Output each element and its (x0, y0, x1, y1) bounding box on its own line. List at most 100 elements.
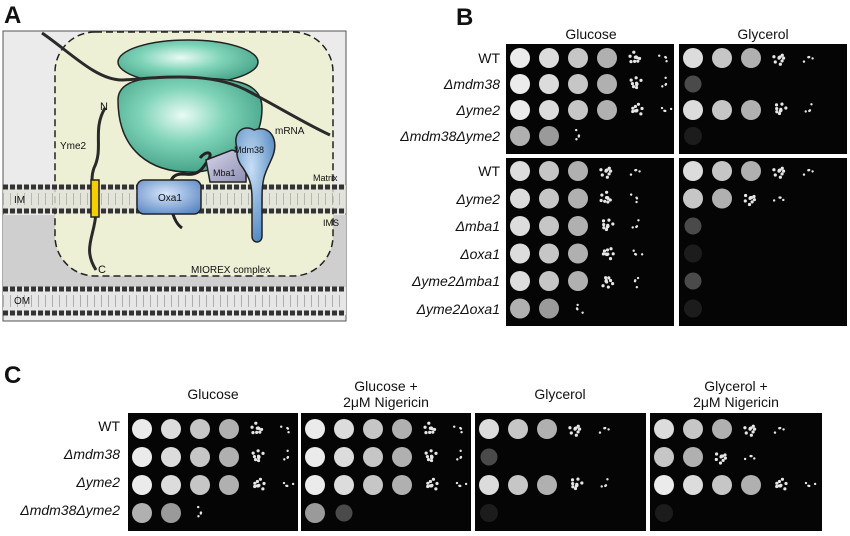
plate-c-glycerol-nigericin (650, 413, 822, 531)
plate-b-glucose-bottom-colony (608, 257, 613, 261)
plate-b-glucose-bottom-colony (605, 175, 609, 179)
plate-c-glucose-nigericin-colony (429, 449, 433, 453)
plate-b-glycerol-top-colony (778, 109, 783, 113)
plate-b-glycerol-top-spot (741, 48, 761, 68)
plate-b-glucose-bottom-colony (634, 279, 637, 282)
plate-c-glucose-nigericin-colony (459, 449, 462, 453)
plate-c-glycerol-nigericin-spot (654, 447, 674, 467)
plate-b-glycerol-top-colony (778, 62, 782, 66)
plate-b-glucose-top-spot (597, 48, 617, 68)
plate-b-glucose-bottom-colony (601, 284, 605, 288)
plate-c-glucose-nigericin-spot (334, 447, 354, 467)
plate-b-glucose-bottom-colony (605, 190, 609, 194)
ims-label: IMS (323, 218, 339, 228)
plate-c-glycerol-colony (604, 484, 607, 488)
plate-b-glucose-bottom-colony (605, 168, 609, 172)
plate-b-glucose-top-spot (539, 74, 559, 94)
plate-b-glucose-top-colony (633, 104, 638, 109)
plate-c-glycerol-nigericin-spot (683, 419, 703, 439)
plate-b-glycerol-top-colony (802, 60, 806, 63)
plate-b-glucose-top-colony (637, 56, 642, 61)
plate-c-glycerol-nigericin-colony (784, 481, 788, 486)
plate-c-glucose-colony (255, 479, 260, 484)
plate-b-glucose-top-spot (597, 100, 617, 120)
miorex-diagram: N C Yme2 Oxa1 Mba1 Mdm38 mRNA Matrix IMS… (2, 30, 347, 322)
plate-c-glycerol-colony (574, 433, 578, 437)
panel-b-bottom-strain-label: WT (478, 163, 500, 179)
plate-b-glycerol-bottom-colony (749, 195, 754, 200)
plate-b-glycerol-top-colony (784, 106, 788, 110)
plate-c-glycerol-nigericin-colony (714, 457, 718, 462)
plate-b-glucose-top-colony (634, 76, 638, 80)
plate-c-glucose-nigericin-colony (434, 451, 438, 455)
plate-c-glucose-nigericin-colony (455, 481, 459, 485)
plate-c-glucose-nigericin-colony (464, 482, 468, 486)
plate-c-glycerol-nigericin-colony (775, 481, 779, 485)
plate-c-glycerol-nigericin-colony (813, 482, 817, 486)
plate-b-glucose-bottom-colony (611, 282, 615, 286)
plate-c-glycerol-nigericin-colony (743, 457, 747, 461)
panel-b-bottom-strain-label: Δoxa1 (460, 245, 500, 262)
plate-b-glycerol-bottom-spot (712, 188, 732, 209)
plate-b-glucose-top-spot (597, 74, 617, 94)
plate-c-glycerol-nigericin-colony (749, 433, 753, 437)
plate-c-glycerol-nigericin-colony (718, 461, 723, 465)
panel-b-top-strain-label: Δmdm38Δyme2 (400, 128, 500, 144)
plate-c-glucose-nigericin-spot (363, 475, 383, 495)
plate-c-glucose-nigericin-spot (363, 447, 383, 467)
plate-c-glucose-nigericin-colony (431, 430, 435, 434)
plate-c-glucose-nigericin-colony (460, 431, 463, 434)
plate-b-glucose-top-colony (664, 83, 667, 87)
plate-b-glycerol-bottom-colony (778, 175, 782, 179)
plate-b-glucose-top-colony (577, 135, 581, 138)
panel-c-strain-label: Δmdm38Δyme2 (20, 502, 120, 518)
plate-c-glucose-nigericin-colony (426, 481, 430, 485)
plate-b-glycerol-bottom-colony (772, 168, 776, 172)
outer-membrane (3, 286, 346, 316)
plate-c-glucose-colony (285, 484, 288, 487)
plate-b-glucose-bottom (506, 158, 674, 326)
mrna-label: mRNA (275, 126, 305, 137)
plate-c-glucose-spot (190, 447, 210, 467)
plate-b-glycerol-top-colony (777, 111, 782, 116)
plate-b-glucose-top-spot (568, 74, 588, 94)
panel-c-condition-3: Glycerol (534, 386, 586, 402)
plate-b-glycerol-bottom-colony (743, 193, 748, 198)
plate-b-glucose-bottom-spot (539, 271, 559, 291)
mrna-strand (41, 31, 331, 137)
plate-b-glycerol-bottom-colony (780, 166, 784, 170)
plate-c-glucose-nigericin-spot (363, 419, 383, 439)
plate-c-glycerol-colony (600, 485, 603, 488)
plate-b-glycerol-top-spot (683, 48, 703, 68)
plate-c-glucose-nigericin-colony (430, 456, 434, 460)
plate-b-glucose-top-colony (661, 85, 664, 88)
plate-b-glucose-top-spot (568, 48, 588, 68)
plate-c-glycerol-colony (568, 426, 572, 430)
panel-c-condition-4: Glycerol +2μM Nigericin (693, 378, 779, 410)
plate-b-glucose-bottom-colony (609, 247, 613, 251)
plate-c-glucose-nigericin-colony (453, 425, 456, 428)
plate-c-glycerol-nigericin-colony (720, 454, 725, 458)
plate-c-glycerol-nigericin-spot (712, 419, 732, 439)
plate-b-glucose-top-colony (629, 60, 633, 64)
plate-b-glucose-bottom-colony (629, 193, 633, 196)
plate-b-glycerol-bottom-spot (683, 188, 703, 209)
plate-b-glycerol-top-colony (780, 59, 784, 63)
plate-b-glycerol-top (679, 44, 847, 154)
plate-b-glucose-top-spot (539, 100, 559, 120)
plate-b-glucose-top (506, 44, 674, 154)
plate-b-glucose-top-colony (636, 59, 640, 63)
plate-b-glycerol-bottom-colony (780, 172, 784, 176)
plate-c-glycerol-nigericin-colony (807, 484, 810, 487)
plate-c-glucose-spot (161, 419, 181, 439)
plate-c-glycerol-nigericin-spot (654, 419, 674, 439)
plate-b-glucose-bottom-colony (608, 278, 613, 283)
plate-b-glycerol-bottom-spot (712, 161, 732, 181)
plate-c-glycerol-spot (537, 419, 557, 439)
plate-b-glycerol-bottom-colony (781, 169, 786, 173)
plate-b-glucose-top-colony (631, 109, 635, 114)
plate-b-glucose-bottom-colony (632, 249, 635, 252)
plate-c-glucose-colony (253, 481, 257, 485)
plate-b-glucose-top-colony (635, 83, 639, 87)
plate-c-glycerol-nigericin-colony (721, 458, 725, 463)
